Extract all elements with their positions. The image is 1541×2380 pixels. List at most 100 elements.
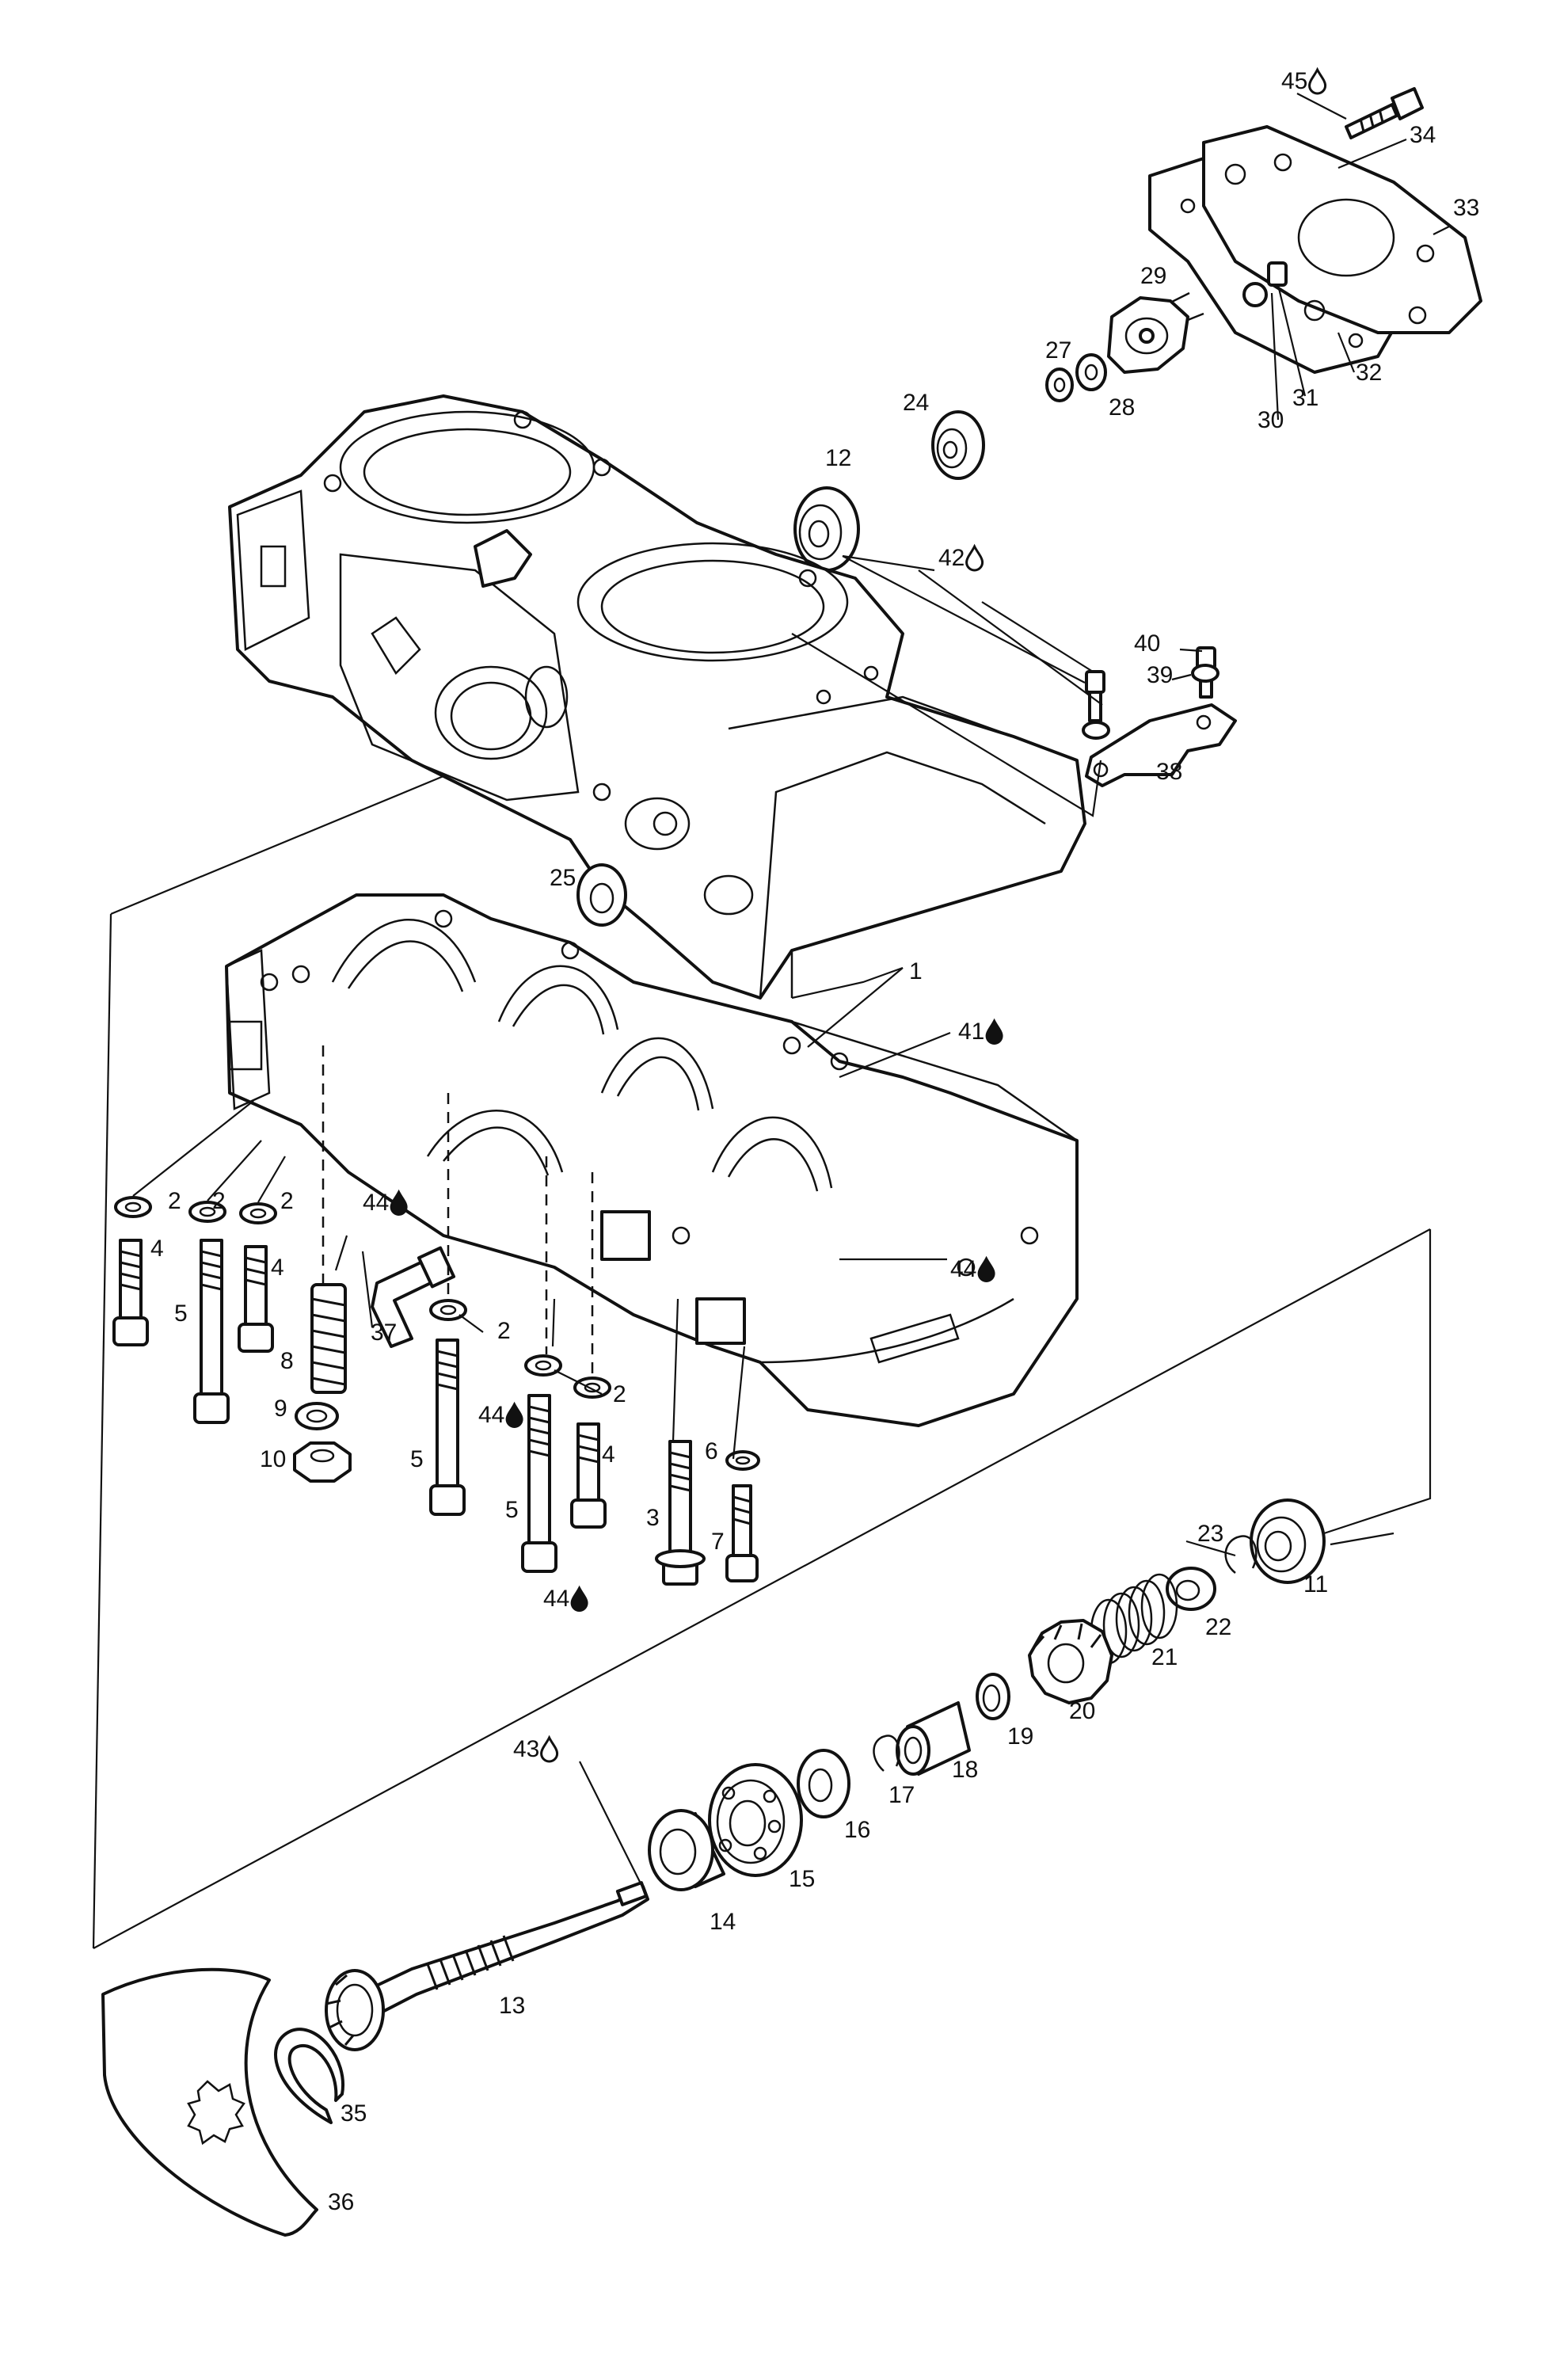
bolt-part-4-b [238,1245,274,1353]
callout-number: 20 [1069,1698,1095,1724]
callout-number: 36 [328,2189,354,2215]
callout-c12: 12 [825,445,851,471]
callout-c36: 36 [328,2189,354,2215]
callout-c4a: 4 [150,1236,164,1262]
callout-number: 45 [1281,68,1307,94]
callout-c13: 13 [499,1993,525,2019]
callout-c15: 15 [789,1866,815,1892]
bearing-part-12 [793,486,860,572]
pump-pin-part-31 [1267,261,1288,287]
callout-number: 2 [280,1188,294,1214]
sleeve-part-22 [1166,1567,1216,1611]
upper-main-bearing-seat [434,665,548,760]
callout-number: 1 [909,958,923,984]
callout-number: 44 [363,1190,389,1216]
callout-number: 38 [1156,759,1182,785]
callout-c5c: 5 [505,1497,519,1523]
callout-number: 24 [903,390,929,416]
callout-c9: 9 [274,1396,287,1422]
washer-part-27 [1045,367,1074,402]
callout-number: 32 [1356,360,1382,386]
callout-c41: 41 [958,1018,1003,1045]
callout-c2b: 2 [212,1188,226,1214]
callout-number: 9 [274,1396,287,1422]
lubricant-drop-solid-icon [570,1585,588,1612]
callout-number: 13 [499,1993,525,2019]
frame-line-bottom [93,1228,1431,1949]
callout-c44a: 44 [363,1189,408,1216]
frame-line-right-to-bearing [1323,1229,1432,1535]
bolt-part-7 [725,1484,759,1582]
callout-number: 6 [705,1438,718,1464]
callout-number: 44 [950,1256,976,1282]
bearing-part-11 [1250,1498,1326,1584]
bolt-part-5-a [193,1239,230,1424]
callout-c33: 33 [1453,195,1479,221]
callout-number: 39 [1147,662,1173,688]
callout-number: 10 [260,1446,286,1472]
callout-number: 31 [1292,385,1318,411]
washer-part-28 [1075,353,1107,391]
callout-c16: 16 [844,1817,870,1843]
sleeve-part-18 [896,1701,971,1776]
callout-c45: 45 [1281,67,1327,95]
washer-part-2-a [114,1196,152,1218]
callout-c35: 35 [341,2100,367,2127]
leader-lines [92,93,1450,1949]
callout-c1: 1 [909,958,923,984]
callout-number: 2 [168,1188,181,1214]
lower-main-bearing-right [600,1037,714,1110]
callout-number: 44 [478,1402,504,1428]
callout-number: 33 [1453,195,1479,221]
callout-c44d: 44 [543,1585,588,1612]
seal-part-25 [576,863,627,927]
callout-number: 22 [1205,1614,1231,1640]
callout-c34: 34 [1410,122,1436,148]
callout-c44c: 44 [478,1401,523,1428]
bolt-part-4-a [112,1239,149,1346]
callout-number: 2 [613,1381,626,1407]
callout-number: 11 [1303,1571,1328,1597]
callout-number: 40 [1134,630,1160,657]
callout-c19: 19 [1007,1723,1033,1750]
fasteners-center-cluster [429,1299,760,1586]
callout-number: 5 [410,1446,424,1472]
callout-c2e: 2 [613,1381,626,1407]
lubricant-drop-outline-icon [1308,67,1327,95]
callout-c5a: 5 [174,1300,188,1327]
callout-number: 27 [1045,337,1071,364]
drive-shaft-part-13 [325,1881,649,2051]
washer-part-2-f [573,1377,611,1399]
callout-c3: 3 [646,1505,660,1531]
callout-c39: 39 [1147,662,1173,688]
callout-number: 18 [952,1757,978,1783]
callout-number: 5 [174,1300,188,1327]
gear-part-20 [1028,1619,1113,1704]
bolt-part-5-c [521,1394,557,1573]
lock-washer-part-9 [295,1402,339,1430]
elbow-fitting-part-37 [371,1246,456,1348]
callout-number: 4 [602,1441,615,1468]
lubricant-drop-outline-icon [965,543,984,572]
callout-number: 2 [497,1318,511,1344]
callout-c4c: 4 [602,1441,615,1468]
callout-c25: 25 [550,865,576,891]
callout-c20: 20 [1069,1698,1095,1724]
lubricant-drop-solid-icon [985,1018,1003,1045]
callout-c22: 22 [1205,1614,1231,1640]
callout-number: 3 [646,1505,660,1531]
callout-number: 14 [710,1909,736,1935]
callout-c2c: 2 [280,1188,294,1214]
callout-number: 4 [271,1255,284,1281]
screw-part-39-lower [1082,670,1110,740]
callout-number: 44 [543,1586,569,1612]
callout-c5b: 5 [410,1446,424,1472]
upper-cylinder-bore-right [576,542,849,662]
bolt-part-5-b [429,1339,466,1516]
callout-number: 7 [711,1529,725,1555]
callout-c4b: 4 [271,1255,284,1281]
circlip-part-23 [1224,1535,1258,1574]
lubricant-drop-solid-icon [505,1401,523,1428]
